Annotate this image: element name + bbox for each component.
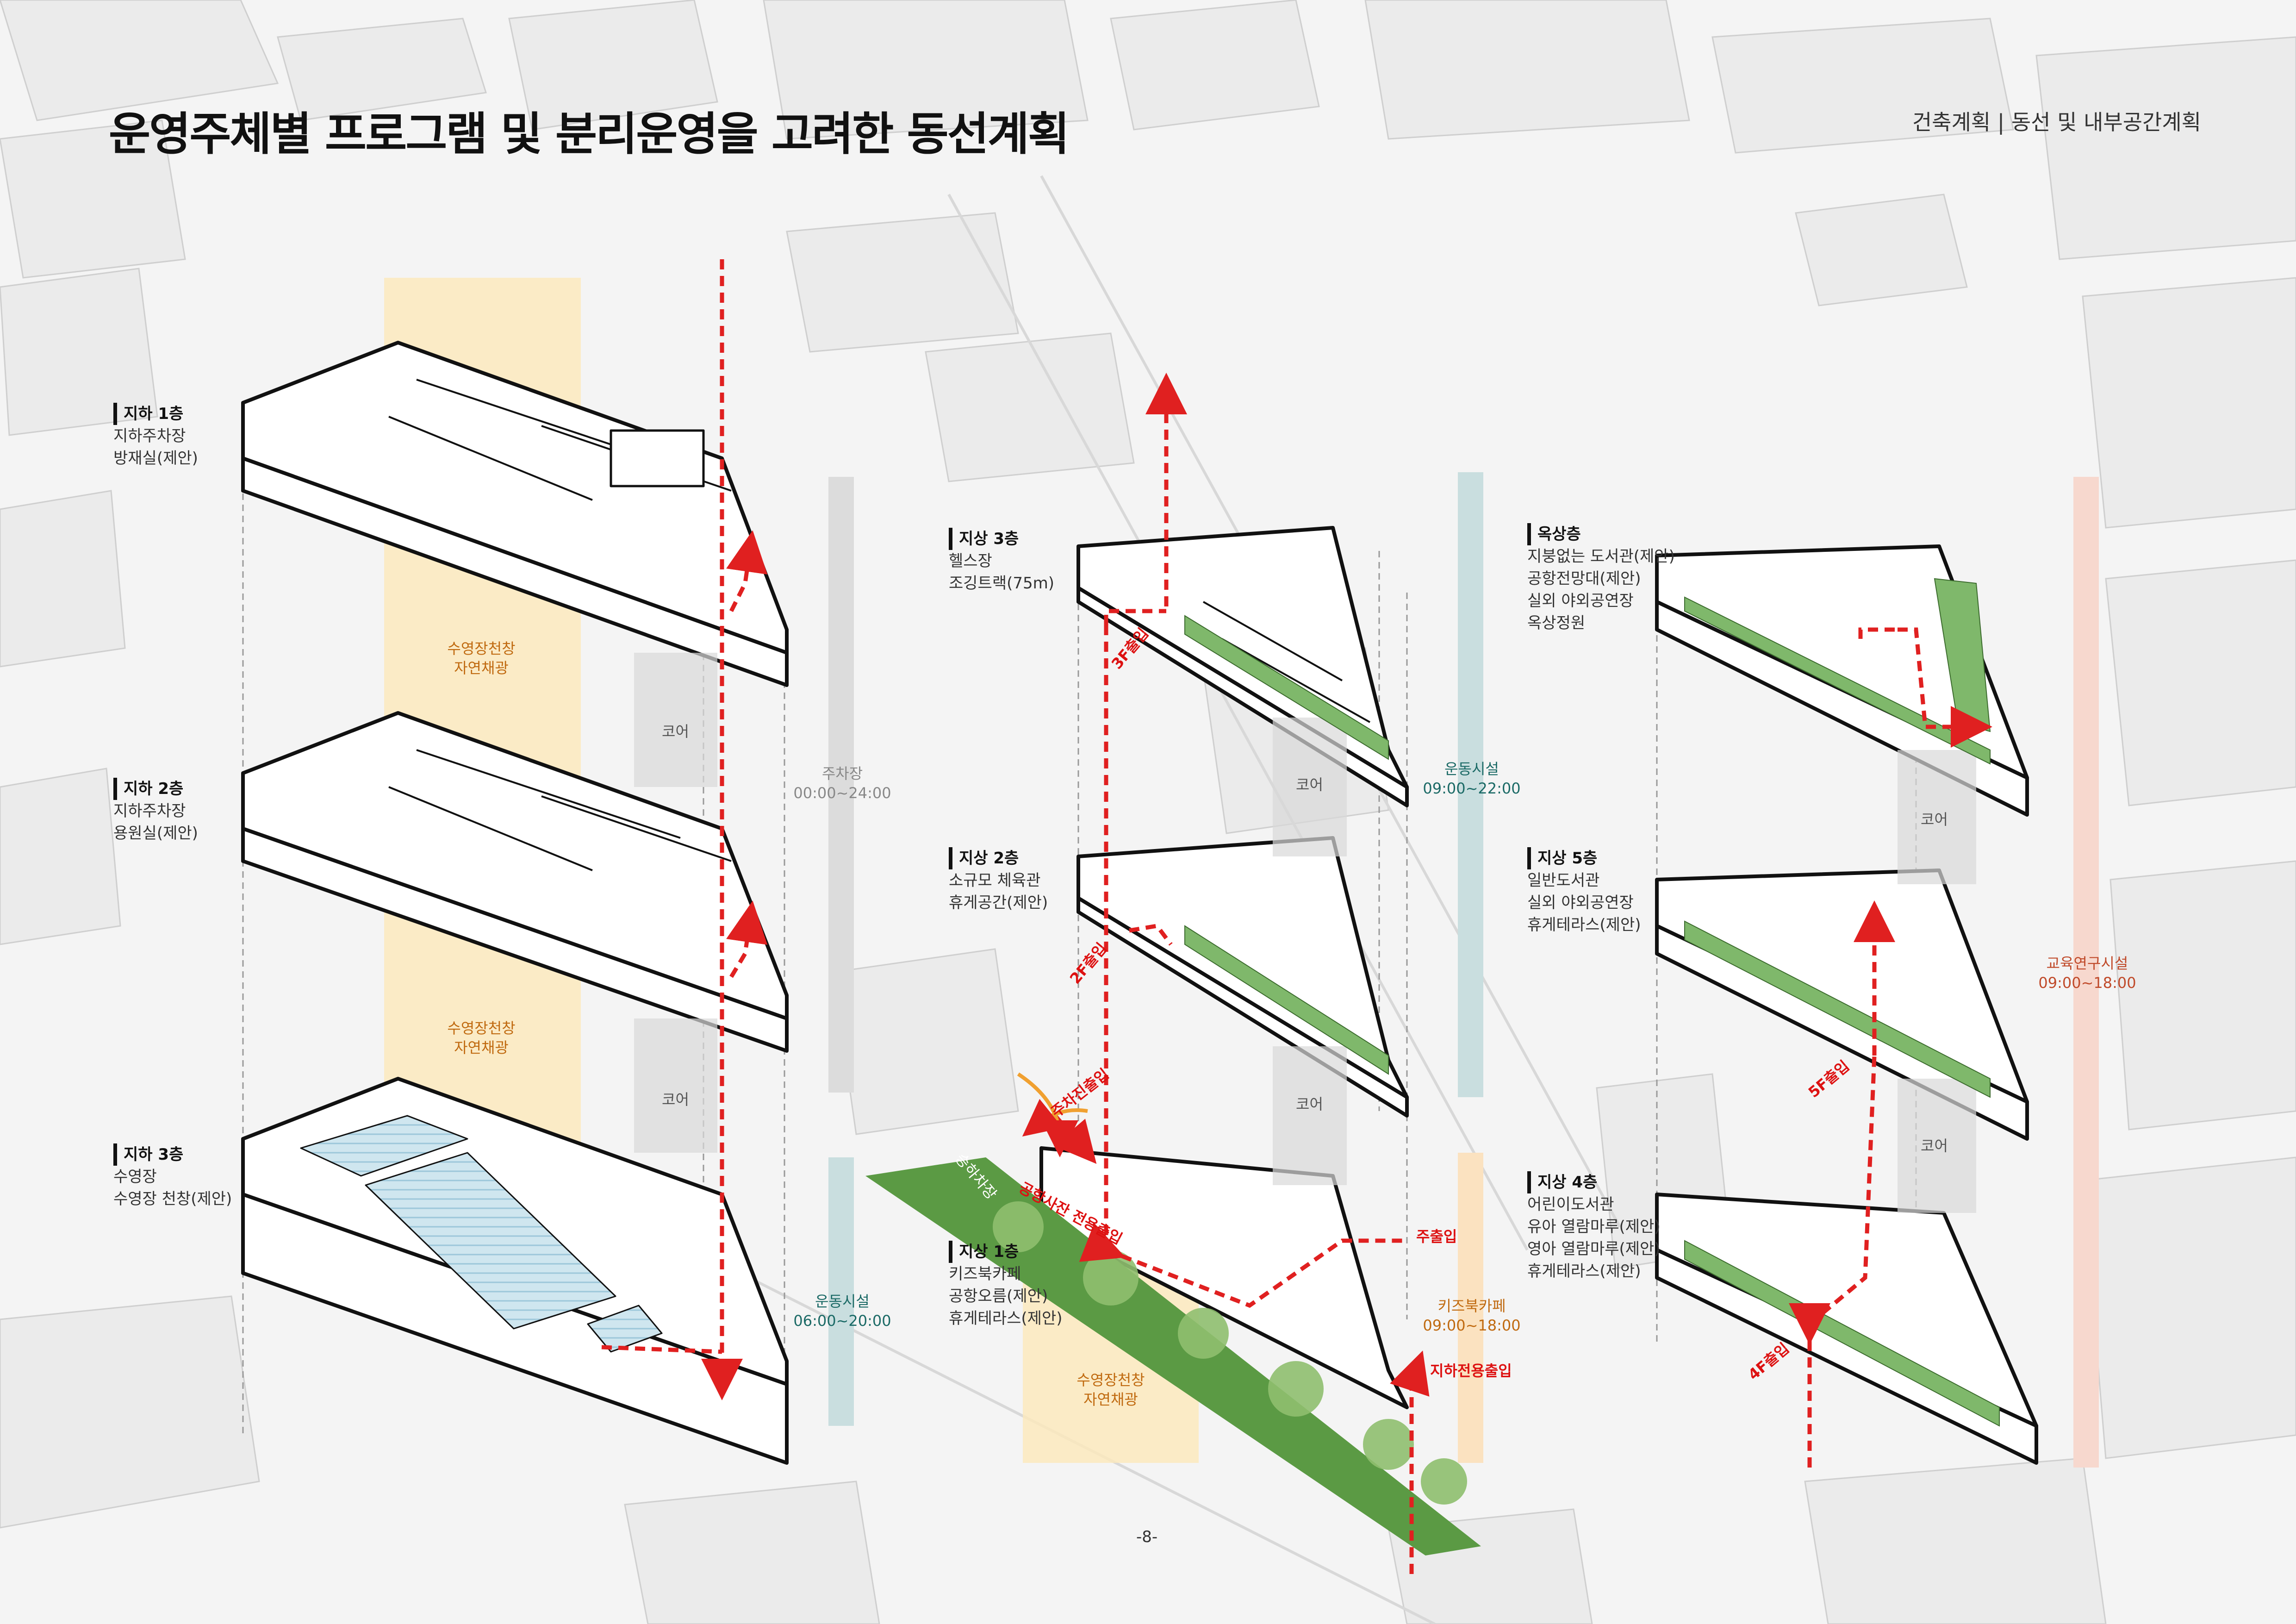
circulation-routes xyxy=(601,259,1992,1574)
floor-item: 공항전망대(제안) xyxy=(1527,569,1641,588)
floor-name: 옥상층 xyxy=(1527,523,1675,545)
floor-item: 일반도서관 xyxy=(1527,871,1600,890)
floor-item: 공항오름(제안) xyxy=(949,1287,1048,1305)
skylight-line1: 수영장천창 xyxy=(447,640,516,657)
floor-item: 실외 야외공연장 xyxy=(1527,893,1634,912)
floor-item: 휴게테라스(제안) xyxy=(1527,1262,1641,1280)
skylight-label-lower: 수영장천창 자연채광 xyxy=(426,1018,537,1057)
floor-name: 지하 3층 xyxy=(113,1143,232,1166)
floor-item: 방재실(제안) xyxy=(113,449,198,468)
floor-name: 지하 1층 xyxy=(113,403,198,425)
band-hours: 06:00~20:00 xyxy=(793,1312,891,1330)
floor-item: 수영장 천창(제안) xyxy=(113,1190,232,1208)
core-label-f5: 코어 xyxy=(1921,1137,1948,1155)
page-number: -8- xyxy=(1136,1528,1158,1546)
band-name: 주차장 xyxy=(821,765,863,782)
floor-label-f3: 지상 3층 헬스장 조깅트랙(75m) xyxy=(949,528,1054,594)
floor-item: 실외 야외공연장 xyxy=(1527,592,1634,610)
floor-item: 지하주차장 xyxy=(113,802,186,820)
right-core xyxy=(1898,750,1976,1213)
floor-item: 옥상정원 xyxy=(1527,614,1586,632)
basement-core xyxy=(634,653,717,1153)
floor-item: 소규모 체육관 xyxy=(949,871,1041,890)
skylight-line1: 수영장천창 xyxy=(447,1019,516,1037)
floor-item: 휴게테라스(제안) xyxy=(949,1309,1063,1328)
floor-label-b3: 지하 3층 수영장 수영장 천창(제안) xyxy=(113,1143,232,1210)
middle-green-walls xyxy=(1184,615,1389,1075)
right-green-walls xyxy=(1684,578,2000,1427)
floor-name: 지상 5층 xyxy=(1527,847,1641,869)
floor-item: 영아 열람마루(제안) xyxy=(1527,1240,1661,1258)
floor-label-roof: 옥상층 지붕없는 도서관(제안) 공항전망대(제안) 실외 야외공연장 옥상정원 xyxy=(1527,523,1675,634)
band-label-parking: 주차장 00:00~24:00 xyxy=(791,764,893,803)
floor-item: 휴게공간(제안) xyxy=(949,893,1048,912)
core-label-f2: 코어 xyxy=(1296,1095,1323,1113)
band-hours: 00:00~24:00 xyxy=(793,784,891,802)
floor-item: 수영장 xyxy=(113,1168,157,1186)
core-label-roof: 코어 xyxy=(1921,811,1948,828)
band-label-sports-low: 운동시설 06:00~20:00 xyxy=(791,1292,893,1330)
floor-name: 지하 2층 xyxy=(113,778,198,800)
skylight-line2: 자연채광 xyxy=(454,659,509,677)
trees xyxy=(993,1201,1467,1505)
floor-name: 지상 3층 xyxy=(949,528,1054,550)
entrance-basement: 지하전용출입 xyxy=(1430,1362,1512,1380)
skylight-line1: 수영장천창 xyxy=(1076,1371,1145,1389)
floor-label-b2: 지하 2층 지하주차장 용원실(제안) xyxy=(113,778,198,844)
floor-label-f5: 지상 5층 일반도서관 실외 야외공연장 휴게테라스(제안) xyxy=(1527,847,1641,936)
green-landscape xyxy=(865,1157,1481,1555)
band-name: 운동시설 xyxy=(1444,760,1499,778)
floor-item: 키즈북카페 xyxy=(949,1265,1021,1283)
band-label-sports-high: 운동시설 09:00~22:00 xyxy=(1421,759,1523,798)
floor-item: 지하주차장 xyxy=(113,427,186,445)
floor-label-f2: 지상 2층 소규모 체육관 휴게공간(제안) xyxy=(949,847,1048,914)
section-breadcrumb: 건축계획 | 동선 및 내부공간계획 xyxy=(1912,110,2201,135)
basement-stack xyxy=(241,341,789,1465)
floor-label-b1: 지하 1층 지하주차장 방재실(제안) xyxy=(113,403,198,469)
skylight-line2: 자연채광 xyxy=(1083,1391,1138,1408)
band-hours: 09:00~18:00 xyxy=(2038,974,2136,992)
middle-core xyxy=(1273,718,1347,1185)
band-label-edu: 교육연구시설 09:00~18:00 xyxy=(2036,954,2138,993)
hour-bands xyxy=(828,472,2099,1468)
parking-arrows xyxy=(1017,1072,1088,1157)
floor-item: 용원실(제안) xyxy=(113,824,198,843)
floor-item: 조깅트랙(75m) xyxy=(949,574,1055,593)
floor-label-f1: 지상 1층 키즈북카페 공항오름(제안) 휴게테라스(제안) xyxy=(949,1241,1063,1330)
skylight-label-upper: 수영장천창 자연채광 xyxy=(426,639,537,678)
page-title: 운영주체별 프로그램 및 분리운영을 고려한 동선계획 xyxy=(109,108,1070,161)
skylight-line2: 자연채광 xyxy=(454,1039,509,1056)
band-hours: 09:00~18:00 xyxy=(1423,1317,1521,1334)
floor-label-f4: 지상 4층 어린이도서관 유아 열람마루(제안) 영아 열람마루(제안) 휴게테… xyxy=(1527,1171,1661,1282)
floor-name: 지상 4층 xyxy=(1527,1171,1661,1193)
floor-item: 어린이도서관 xyxy=(1527,1195,1614,1214)
floor-item: 지붕없는 도서관(제안) xyxy=(1527,547,1675,566)
floor-name: 지상 1층 xyxy=(949,1241,1063,1263)
core-label-f3: 코어 xyxy=(1296,776,1323,793)
entrance-main: 주출입 xyxy=(1416,1228,1457,1245)
floor-name: 지상 2층 xyxy=(949,847,1048,869)
core-label-b2: 코어 xyxy=(662,1091,689,1108)
skylight-label-ground: 수영장천창 자연채광 xyxy=(1055,1370,1166,1409)
band-name: 키즈북카페 xyxy=(1437,1297,1506,1315)
floor-item: 휴게테라스(제안) xyxy=(1527,916,1641,934)
floor-item: 유아 열람마루(제안) xyxy=(1527,1218,1661,1236)
band-hours: 09:00~22:00 xyxy=(1423,780,1521,797)
floor-item: 헬스장 xyxy=(949,552,992,570)
band-name: 운동시설 xyxy=(815,1293,870,1310)
band-label-kids: 키즈북카페 09:00~18:00 xyxy=(1421,1296,1523,1335)
core-label-b1: 코어 xyxy=(662,723,689,740)
band-name: 교육연구시설 xyxy=(2046,955,2128,972)
